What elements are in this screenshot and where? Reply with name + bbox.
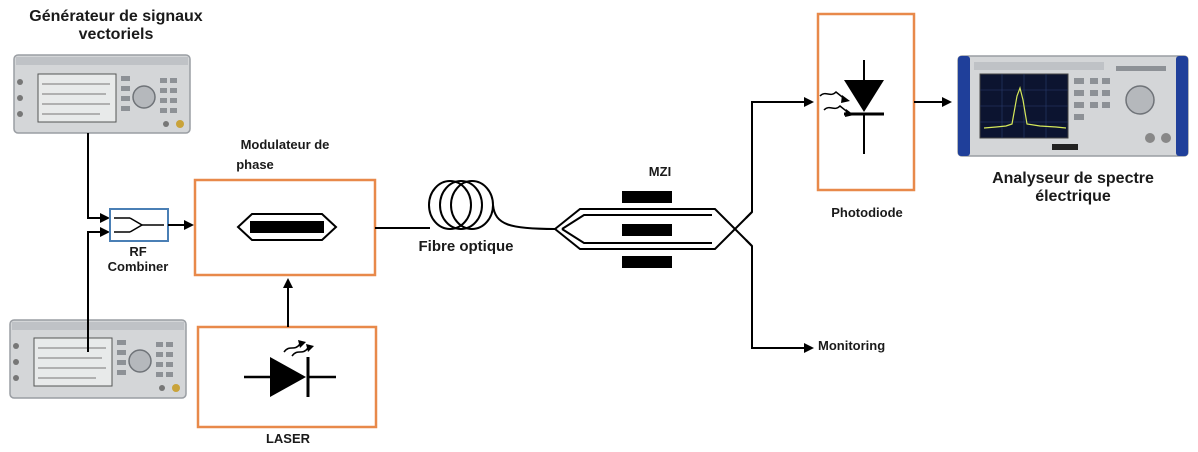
phase-modulator-label-line2: phase (236, 157, 274, 172)
rf-cables (87, 133, 110, 352)
photodiode (816, 12, 916, 192)
mzi-interferometer (554, 191, 753, 268)
spectrum-analyzer-label: Analyseur de spectre électrique (978, 170, 1168, 207)
signal-generator-label-line2: vectoriels (78, 26, 154, 44)
rf-combiner-label-line2: Combiner (107, 258, 169, 274)
laser-label: LASER (265, 431, 311, 446)
signal-generator-label-line1: Générateur de signaux (29, 8, 203, 25)
mzi-output-lines (745, 97, 814, 353)
rf-combiner (109, 208, 169, 242)
rf-combiner-label: RF Combiner (98, 244, 178, 275)
phase-modulator-label-line1: Modulateur de (240, 137, 330, 152)
rf-combiner-label-line1: RF (129, 244, 147, 259)
photodiode-label: Photodiode (831, 205, 903, 220)
spectrum-analyzer (957, 55, 1189, 157)
phase-modulator (193, 178, 377, 277)
mzi-label: MZI (648, 164, 672, 179)
fibre-label: Fibre optique (418, 238, 514, 255)
vector-signal-generator-top (13, 54, 191, 134)
laser-source (196, 325, 378, 429)
signal-generator-label: Générateur de signaux vectoriels (0, 8, 232, 45)
spectrum-analyzer-label-line2: électrique (1035, 188, 1111, 206)
fibre-spool (375, 180, 556, 230)
spectrum-analyzer-label-line1: Analyseur de spectre (992, 170, 1154, 187)
vector-signal-generator-bottom (9, 319, 187, 399)
monitoring-label: Monitoring (818, 338, 886, 353)
